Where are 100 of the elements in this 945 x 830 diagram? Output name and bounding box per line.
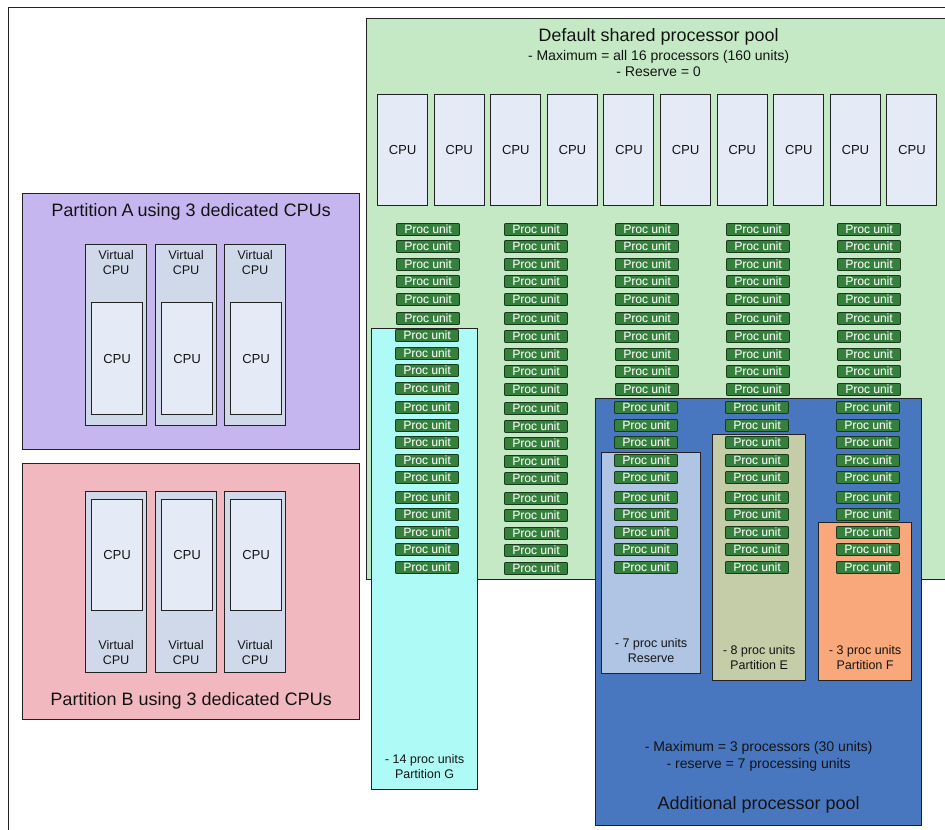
box-label: Proc unit (844, 507, 892, 522)
box-label: Proc unit (512, 329, 560, 344)
box-label: Partition A using 3 dedicated CPUs (51, 200, 331, 222)
proc-unit-box (395, 401, 459, 414)
box-label: Proc unit (512, 471, 560, 486)
box-label: Proc unit (734, 274, 782, 289)
proc-unit-box (395, 454, 459, 467)
box-label: CPU (842, 142, 870, 158)
proc-unit-box (395, 382, 459, 395)
box-label: Virtual CPU (236, 248, 274, 278)
proc-unit-box (837, 275, 901, 288)
box-label: Proc unit (844, 470, 892, 485)
box-label: CPU (898, 142, 926, 158)
proc-unit-box (837, 258, 901, 271)
proc-unit-box (504, 420, 568, 433)
box-label: Proc unit (512, 311, 560, 326)
proc-unit-box (504, 275, 568, 288)
proc-unit-box (615, 330, 679, 343)
box-label: Proc unit (844, 400, 892, 415)
box-label: Proc unit (512, 222, 560, 237)
box-label: Proc unit (845, 311, 893, 326)
proc-unit-box (725, 401, 789, 414)
box-label: Virtual CPU (167, 638, 205, 668)
proc-unit-box (615, 258, 679, 271)
cpu-box (716, 94, 768, 206)
proc-unit-box (615, 240, 679, 253)
proc-unit-box (395, 543, 459, 556)
proc-unit-box (396, 240, 460, 253)
box-label: CPU (173, 547, 201, 563)
box-label: Proc unit (733, 453, 781, 468)
box-label: - 14 proc units (384, 752, 464, 767)
proc-unit-box (725, 419, 789, 432)
box-label: Proc unit (845, 292, 893, 307)
proc-unit-box (614, 401, 678, 414)
box-label: Proc unit (404, 222, 452, 237)
proc-unit-box (836, 401, 900, 414)
proc-unit-box (615, 223, 679, 236)
proc-unit-box (837, 293, 901, 306)
box-label: Proc unit (403, 507, 451, 522)
box-label: Partition B using 3 dedicated CPUs (50, 689, 332, 711)
virtual-cpu-box (224, 491, 286, 673)
box-label: CPU (388, 142, 416, 158)
box-label: Partition G (394, 767, 454, 782)
box-label: Proc unit (623, 347, 671, 362)
box-label: Proc unit (404, 257, 452, 272)
proc-unit-box (395, 508, 459, 521)
box-label: - Reserve = 0 (616, 63, 701, 80)
box-label: Virtual CPU (97, 638, 135, 668)
proc-unit-box (504, 527, 568, 540)
proc-unit-box (504, 365, 568, 378)
box-label: Reserve (628, 651, 674, 666)
box-label: Proc unit (512, 491, 560, 506)
proc-unit-box (837, 348, 901, 361)
proc-unit-box (395, 491, 459, 504)
virtual-cpu-box (155, 491, 217, 673)
box-label: Proc unit (733, 507, 781, 522)
proc-unit-box (725, 491, 789, 504)
box-label: Proc unit (512, 257, 560, 272)
box-label: Proc unit (845, 347, 893, 362)
box-label: CPU (502, 142, 530, 158)
box-label: Proc unit (403, 542, 451, 557)
box-label: Proc unit (845, 274, 893, 289)
proc-unit-box (395, 561, 459, 574)
proc-unit-box (395, 419, 459, 432)
cpu-box (161, 302, 213, 415)
proc-unit-box (836, 508, 900, 521)
box-label: CPU (242, 350, 270, 366)
box-label: Proc unit (734, 239, 782, 254)
proc-unit-box (614, 543, 678, 556)
proc-unit-box (614, 454, 678, 467)
proc-unit-box (726, 223, 790, 236)
box-label: Proc unit (403, 490, 451, 505)
proc-unit-box (396, 258, 460, 271)
box-label: Proc unit (734, 347, 782, 362)
proc-unit-box (504, 402, 568, 415)
box-label: Proc unit (623, 311, 671, 326)
box-label: Additional processor pool (657, 793, 860, 815)
box-label: Proc unit (734, 311, 782, 326)
box-label: CPU (103, 547, 131, 563)
cpu-box (91, 302, 143, 415)
box-label: CPU (728, 142, 756, 158)
box-label: Proc unit (622, 525, 670, 540)
proc-unit-box (615, 348, 679, 361)
box-label: Proc unit (623, 222, 671, 237)
proc-unit-box (836, 436, 900, 449)
proc-unit-box (504, 293, 568, 306)
box-label: Proc unit (733, 435, 781, 450)
box-label: Proc unit (733, 490, 781, 505)
proc-unit-box (504, 544, 568, 557)
box-label: Virtual CPU (97, 248, 135, 278)
box-label: Proc unit (512, 561, 560, 576)
box-label: CPU (615, 142, 643, 158)
proc-unit-box (725, 526, 789, 539)
box-label: Proc unit (512, 454, 560, 469)
box-label: Proc unit (622, 453, 670, 468)
box-label: Proc unit (844, 525, 892, 540)
cpu-box (660, 94, 711, 206)
box-label: Proc unit (512, 364, 560, 379)
proc-unit-box (836, 561, 900, 574)
proc-unit-box (395, 329, 459, 342)
